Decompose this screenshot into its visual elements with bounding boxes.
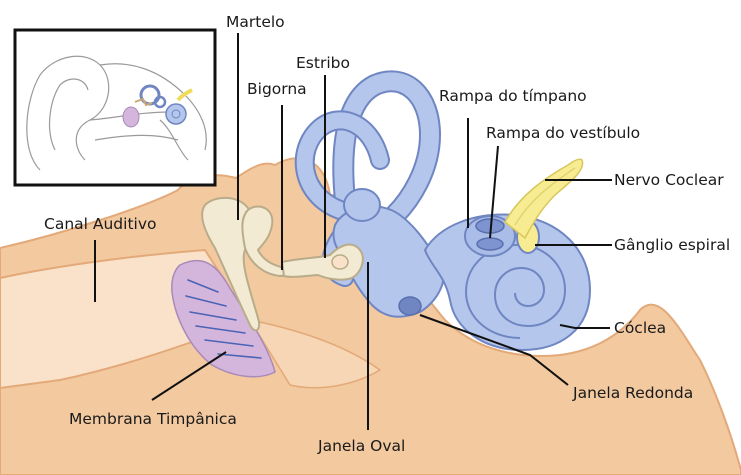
label-membrana-timpanica: Membrana Timpânica <box>69 410 237 428</box>
label-nervo-coclear: Nervo Coclear <box>614 171 724 189</box>
label-janela-oval: Janela Oval <box>318 437 405 455</box>
label-ganglio-espiral: Gânglio espiral <box>614 236 730 254</box>
label-bigorna: Bigorna <box>247 80 307 98</box>
label-martelo: Martelo <box>226 13 285 31</box>
label-janela-redonda: Janela Redonda <box>573 384 693 402</box>
label-estribo: Estribo <box>296 54 350 72</box>
label-canal-auditivo: Canal Auditivo <box>44 215 157 233</box>
ear-overview-inset <box>15 30 215 185</box>
label-rampa-do-timpano: Rampa do tímpano <box>439 87 587 105</box>
round-window-shape <box>399 297 421 315</box>
label-coclea: Cóclea <box>614 319 666 337</box>
vestibule-bulge <box>344 189 380 221</box>
label-rampa-do-vestibulo: Rampa do vestíbulo <box>486 124 640 142</box>
